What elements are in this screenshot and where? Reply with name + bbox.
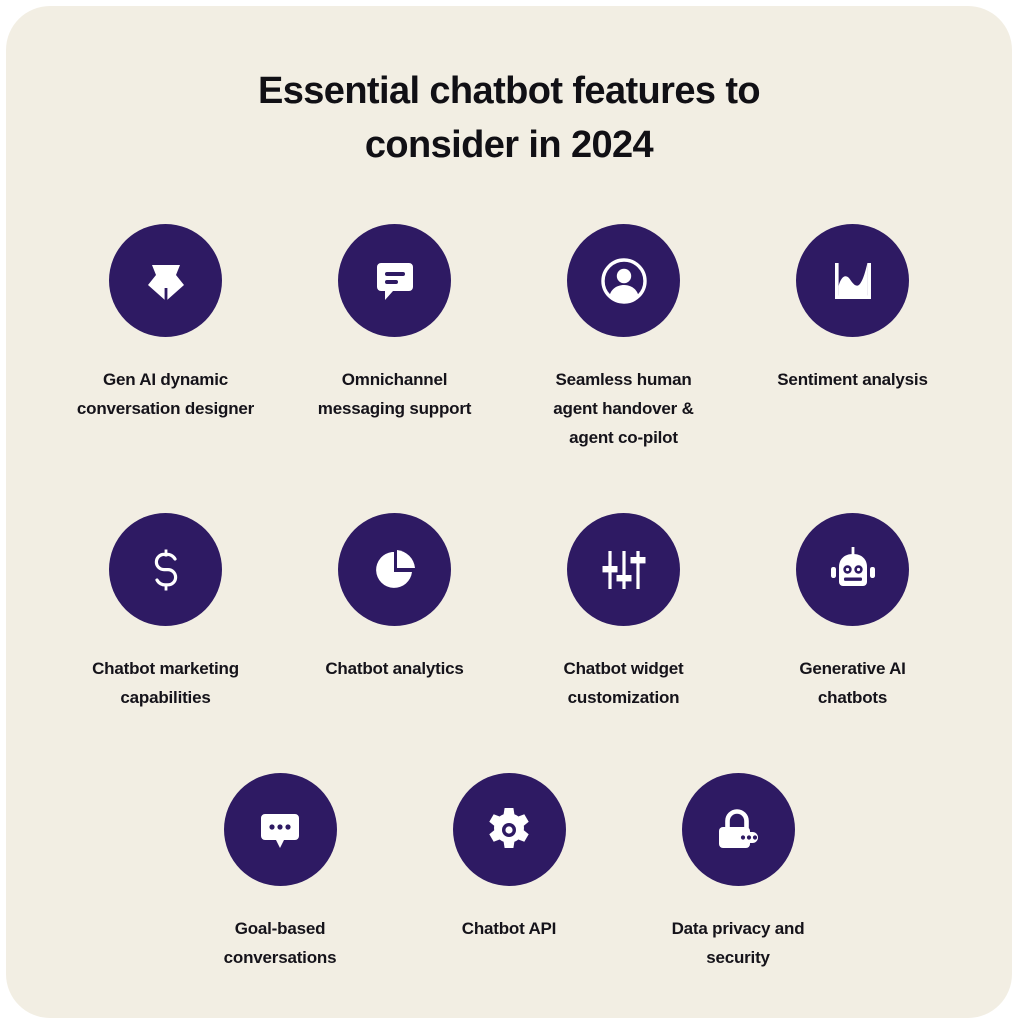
feature-item-gen-ai-dynamic-conversation-designer[interactable]: Gen AI dynamic conversation designer	[51, 224, 280, 423]
dollar-sign-icon	[140, 544, 192, 596]
area-chart-icon	[827, 255, 879, 307]
pen-nib-icon	[140, 255, 192, 307]
feature-icon-badge	[109, 513, 222, 626]
feature-label: Data privacy and security	[671, 919, 805, 967]
feature-icon-badge	[452, 773, 566, 886]
lock-password-icon	[712, 804, 764, 856]
chat-bubble-lines-icon	[369, 255, 421, 307]
infographic-card: Essential chatbot features to consider i…	[6, 6, 1012, 1018]
feature-icon-badge	[796, 224, 909, 337]
feature-label: Goal-based conversations	[223, 919, 337, 967]
feature-item-chatbot-api[interactable]: Chatbot API	[395, 773, 624, 943]
feature-icon-badge	[567, 224, 680, 337]
feature-label: Sentiment analysis	[777, 370, 928, 389]
feature-row-1: Gen AI dynamic conversation designer Omn…	[6, 224, 1012, 452]
feature-label: Chatbot analytics	[325, 659, 464, 678]
feature-item-chatbot-marketing-capabilities[interactable]: Chatbot marketing capabilities	[51, 513, 280, 712]
feature-item-goal-based-conversations[interactable]: Goal-based conversations	[166, 773, 395, 972]
feature-icon-badge	[109, 224, 222, 337]
feature-row-2: Chatbot marketing capabilities Chatbot a…	[6, 513, 1012, 712]
pie-chart-icon	[369, 544, 421, 596]
feature-label: Omnichannel messaging support	[317, 370, 472, 418]
feature-item-sentiment-analysis[interactable]: Sentiment analysis	[738, 224, 967, 394]
sliders-icon	[598, 544, 650, 596]
feature-item-generative-ai-chatbots[interactable]: Generative AI chatbots	[738, 513, 967, 712]
feature-label: Gen AI dynamic conversation designer	[76, 370, 255, 418]
gear-icon	[483, 804, 535, 856]
user-avatar-icon	[598, 255, 650, 307]
page-title-line-1: Essential chatbot features to	[257, 70, 761, 112]
feature-icon-badge	[338, 513, 451, 626]
feature-item-chatbot-analytics[interactable]: Chatbot analytics	[280, 513, 509, 683]
page-title-line-2: consider in 2024	[364, 124, 654, 166]
page-title: Essential chatbot features to consider i…	[6, 64, 1012, 172]
feature-label: Chatbot API	[461, 919, 557, 938]
feature-row-3: Goal-based conversations Chatbot API	[6, 773, 1012, 972]
feature-item-data-privacy-and-security[interactable]: Data privacy and security	[624, 773, 853, 972]
chat-bubble-dots-icon	[254, 804, 306, 856]
feature-item-omnichannel-messaging-support[interactable]: Omnichannel messaging support	[280, 224, 509, 423]
feature-item-seamless-human-agent-handover[interactable]: Seamless human agent handover & agent co…	[509, 224, 738, 452]
feature-label: Chatbot marketing capabilities	[92, 659, 239, 707]
feature-label: Seamless human agent handover & agent co…	[553, 370, 694, 447]
feature-icon-badge	[223, 773, 337, 886]
feature-icon-badge	[567, 513, 680, 626]
feature-icon-badge	[338, 224, 451, 337]
feature-item-chatbot-widget-customization[interactable]: Chatbot widget customization	[509, 513, 738, 712]
feature-label: Generative AI chatbots	[799, 659, 906, 707]
feature-icon-badge	[681, 773, 795, 886]
feature-icon-badge	[796, 513, 909, 626]
feature-label: Chatbot widget customization	[563, 659, 684, 707]
robot-icon	[827, 544, 879, 596]
